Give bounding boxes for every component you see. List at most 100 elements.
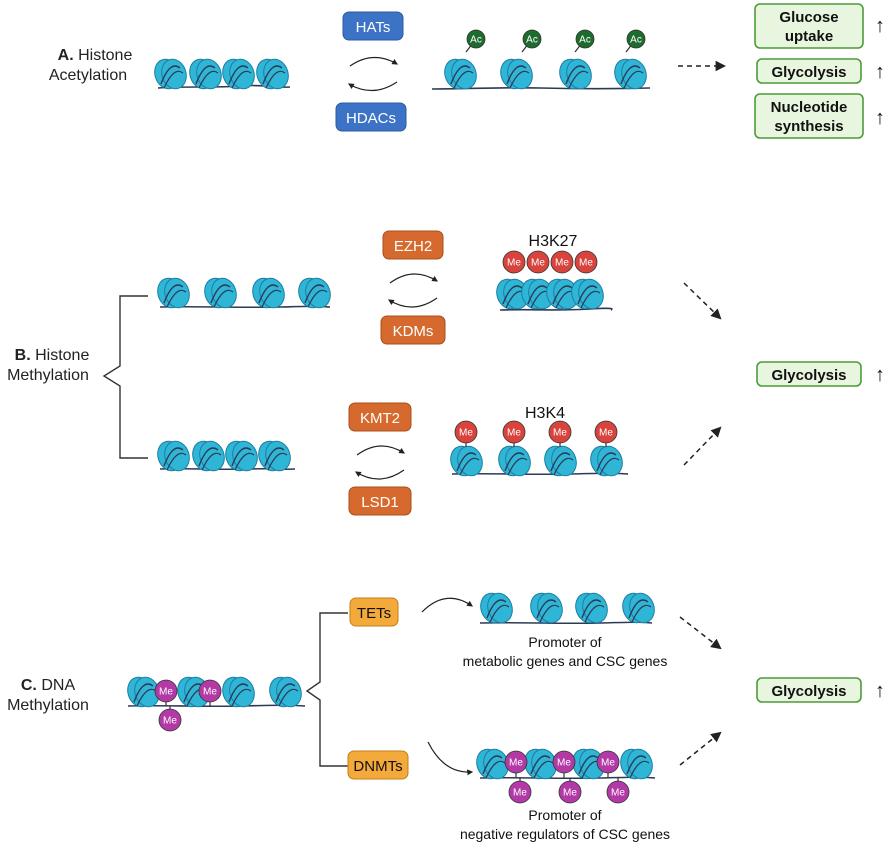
methyl-mark: Me	[502, 420, 526, 447]
outcome-glucose-uptake: Glucose uptake	[754, 3, 864, 49]
methyl-mark: Me	[594, 420, 618, 447]
section-c-title-line2: Methylation	[7, 697, 89, 714]
mark-label: Ac	[630, 35, 642, 46]
methyl-mark: Me	[508, 778, 532, 804]
nucleosome	[252, 277, 285, 309]
mark-label: Me	[507, 258, 521, 269]
nucleosome	[269, 676, 302, 708]
nucleosome	[622, 592, 655, 624]
chromatin-a-compact	[154, 58, 291, 90]
cycle-arrow-bottom	[387, 297, 438, 308]
mark-label: Me	[611, 788, 625, 799]
cycle-arrow-bottom	[347, 81, 398, 92]
methyl-mark: Me	[548, 420, 572, 447]
ezh2-label: EZH2	[394, 238, 432, 255]
caption-lower-line2: negative regulators of CSC genes	[460, 826, 670, 842]
mark-label: Me	[557, 758, 571, 769]
nucleosome	[544, 445, 577, 477]
methyl-mark: Me	[158, 706, 182, 732]
dnmts-button[interactable]: DNMTs	[347, 750, 409, 780]
nucleosome-row	[450, 445, 623, 477]
methyl-mark: Me	[526, 250, 550, 274]
nucleosome-row	[154, 58, 289, 90]
methyl-mark: Me	[454, 420, 478, 447]
nucleosome	[444, 58, 477, 90]
nucleosome	[222, 58, 255, 90]
methyl-mark: Me	[154, 679, 178, 706]
chromatin-c-upper-open	[479, 592, 655, 625]
mark-label: Me	[159, 687, 173, 698]
nucleosome	[256, 58, 289, 90]
mark-label: Me	[555, 258, 569, 269]
nucleosome	[450, 445, 483, 477]
nucleosome	[154, 58, 187, 90]
mark-label: Me	[459, 428, 473, 439]
mark-label: Ac	[526, 35, 538, 46]
ezh2-button[interactable]: EZH2	[382, 230, 444, 260]
lsd1-button[interactable]: LSD1	[348, 486, 412, 516]
acetyl-mark: Ac	[625, 29, 646, 53]
nucleosome	[258, 440, 291, 472]
dashed-arrow-c-lower	[679, 731, 722, 766]
nucleosome	[225, 440, 258, 472]
methyl-mark: Me	[574, 250, 598, 274]
mark-label: Me	[599, 428, 613, 439]
nucleosome	[480, 592, 513, 624]
dna-methyl-mark-row: Me Me Me	[504, 750, 620, 778]
nucleosome-row	[480, 592, 655, 624]
up-arrow-icon: ↑	[875, 680, 885, 702]
methyl-mark: Me	[198, 679, 222, 706]
caption-upper-line2: metabolic genes and CSC genes	[463, 653, 668, 669]
outcome-text: uptake	[785, 28, 833, 45]
dna-strand	[479, 621, 653, 625]
mark-label: Me	[509, 758, 523, 769]
acetyl-mark: Ac	[465, 29, 486, 53]
hats-label: HATs	[356, 19, 391, 36]
branch-bracket	[305, 612, 348, 767]
up-arrow-icon: ↑	[875, 15, 885, 37]
h3k27-label: H3K27	[529, 233, 578, 250]
cycle-arrow-top	[349, 56, 399, 67]
methyl-mark: Me	[606, 778, 630, 804]
up-arrow-icon: ↑	[875, 364, 885, 386]
lsd1-label: LSD1	[361, 494, 399, 511]
cycle-arrow-top	[389, 273, 439, 284]
kdms-button[interactable]: KDMs	[380, 315, 446, 345]
mark-label: Me	[601, 758, 615, 769]
mark-label: Ac	[470, 35, 482, 46]
nucleosome	[127, 676, 160, 708]
cycle-arrow-top	[356, 445, 406, 456]
nucleosome	[524, 748, 557, 780]
acetyl-mark: Ac	[574, 29, 595, 53]
mark-label: Ac	[579, 35, 591, 46]
chromatin-b-upper-open	[157, 277, 331, 309]
section-b-title-line2: Methylation	[7, 367, 89, 384]
outcome-text: Glucose	[779, 9, 838, 26]
hdacs-button[interactable]: HDACs	[335, 102, 407, 132]
outcome-glycolysis-c: Glycolysis	[756, 677, 862, 703]
outcome-text: Glycolysis	[771, 367, 846, 384]
dashed-arrow-b-upper	[683, 282, 722, 320]
nucleosome	[500, 58, 533, 90]
mark-label: Me	[513, 788, 527, 799]
nucleosome	[614, 58, 647, 90]
tets-button[interactable]: TETs	[349, 597, 399, 627]
outcome-text: Glycolysis	[771, 683, 846, 700]
hats-button[interactable]: HATs	[342, 11, 404, 41]
kmt2-button[interactable]: KMT2	[348, 402, 412, 432]
curved-arrow	[421, 597, 473, 613]
hdacs-label: HDACs	[346, 110, 396, 127]
h3k4-label: H3K4	[525, 405, 565, 422]
nucleosome	[298, 277, 331, 309]
nucleosome	[498, 445, 531, 477]
mark-label: Me	[553, 428, 567, 439]
dna-methyl-mark-row: Me Me	[154, 679, 222, 706]
nucleosome-row	[157, 440, 291, 472]
section-a-title: A. Histone	[58, 47, 133, 64]
nucleosome	[189, 58, 222, 90]
methyl-mark: Me	[552, 750, 576, 778]
nucleosome	[559, 58, 592, 90]
mark-label: Me	[203, 687, 217, 698]
